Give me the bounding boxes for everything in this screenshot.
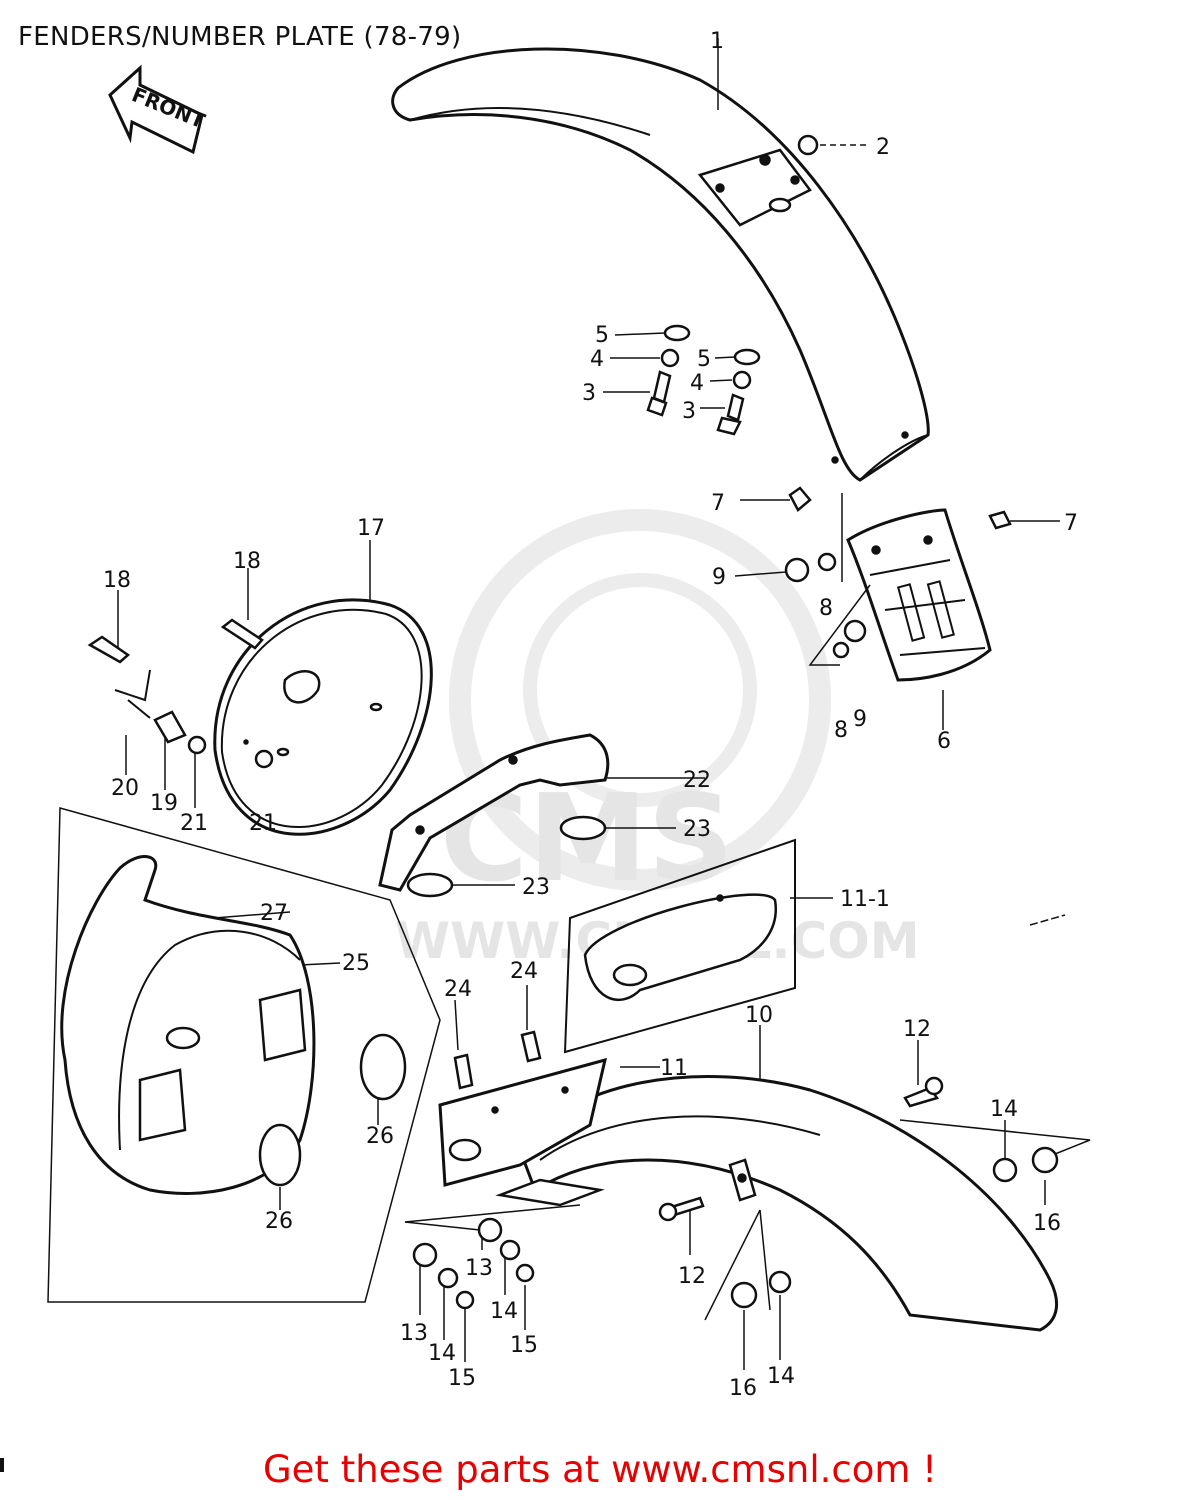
tail-light-housing <box>60 855 407 1195</box>
callout-10: 10 <box>745 1003 773 1028</box>
tail-light-base <box>213 598 433 836</box>
callout-27: 27 <box>260 901 288 926</box>
callout-26a: 26 <box>366 1124 394 1149</box>
callout-18a: 18 <box>233 549 261 574</box>
callout-11-1: 11-1 <box>840 887 890 912</box>
leader-lines <box>117 38 1091 1370</box>
callout-22: 22 <box>683 768 711 793</box>
callout-6: 6 <box>937 729 951 754</box>
page-title: FENDERS/NUMBER PLATE (78-79) <box>18 22 462 52</box>
rear-fender <box>518 1075 1059 1332</box>
corner-mark <box>0 1458 4 1472</box>
bracket <box>378 733 610 898</box>
callout-14a: 14 <box>990 1097 1018 1122</box>
callout-14b: 14 <box>490 1299 518 1324</box>
footer-promo: Get these parts at www.cmsnl.com ! <box>262 1448 937 1491</box>
callout-4b: 4 <box>690 371 704 396</box>
callout-15b: 15 <box>448 1366 476 1391</box>
callout-20: 20 <box>111 776 139 801</box>
callout-19: 19 <box>150 791 178 816</box>
callout-12b: 12 <box>678 1264 706 1289</box>
callout-23a: 23 <box>683 817 711 842</box>
front-fender-hardware <box>646 134 1012 659</box>
tail-light-hardware <box>87 618 264 755</box>
callout-4a: 4 <box>590 347 604 372</box>
callout-14d: 14 <box>767 1364 795 1389</box>
callout-21b: 21 <box>249 811 277 836</box>
callout-17: 17 <box>357 516 385 541</box>
callout-9b: 9 <box>853 707 867 732</box>
callout-24a: 24 <box>510 959 538 984</box>
callout-3b: 3 <box>682 399 696 424</box>
number-plate <box>438 1057 608 1207</box>
callout-3a: 3 <box>582 381 596 406</box>
callout-24b: 24 <box>444 977 472 1002</box>
callout-8b: 8 <box>834 718 848 743</box>
callout-18b: 18 <box>103 568 131 593</box>
callout-26b: 26 <box>265 1209 293 1234</box>
callout-13a: 13 <box>465 1256 493 1281</box>
reflector-plate <box>563 838 796 1054</box>
callout-23b: 23 <box>522 875 550 900</box>
callout-16a: 16 <box>1033 1211 1061 1236</box>
callout-9a: 9 <box>712 565 726 590</box>
callout-25: 25 <box>342 951 370 976</box>
callout-labels: 1 2 5 4 3 5 4 3 7 7 9 8 8 9 6 17 18 18 2… <box>103 29 1078 1401</box>
callout-15a: 15 <box>510 1333 538 1358</box>
callout-12a: 12 <box>903 1017 931 1042</box>
callout-5a: 5 <box>595 323 609 348</box>
callout-7a: 7 <box>711 491 725 516</box>
assembly-boundary <box>47 807 441 1303</box>
callout-13b: 13 <box>400 1321 428 1346</box>
mud-flap <box>846 508 992 682</box>
callout-16b: 16 <box>729 1376 757 1401</box>
callout-14c: 14 <box>428 1341 456 1366</box>
callout-8a: 8 <box>819 596 833 621</box>
callout-11: 11 <box>660 1056 688 1081</box>
rear-hardware <box>412 1030 1059 1310</box>
callout-7b: 7 <box>1064 511 1078 536</box>
front-fender <box>391 47 930 482</box>
front-arrow-icon: FRONT <box>108 64 209 155</box>
callout-2: 2 <box>876 135 890 160</box>
callout-1: 1 <box>710 29 724 54</box>
callout-5b: 5 <box>697 347 711 372</box>
callout-21a: 21 <box>180 811 208 836</box>
